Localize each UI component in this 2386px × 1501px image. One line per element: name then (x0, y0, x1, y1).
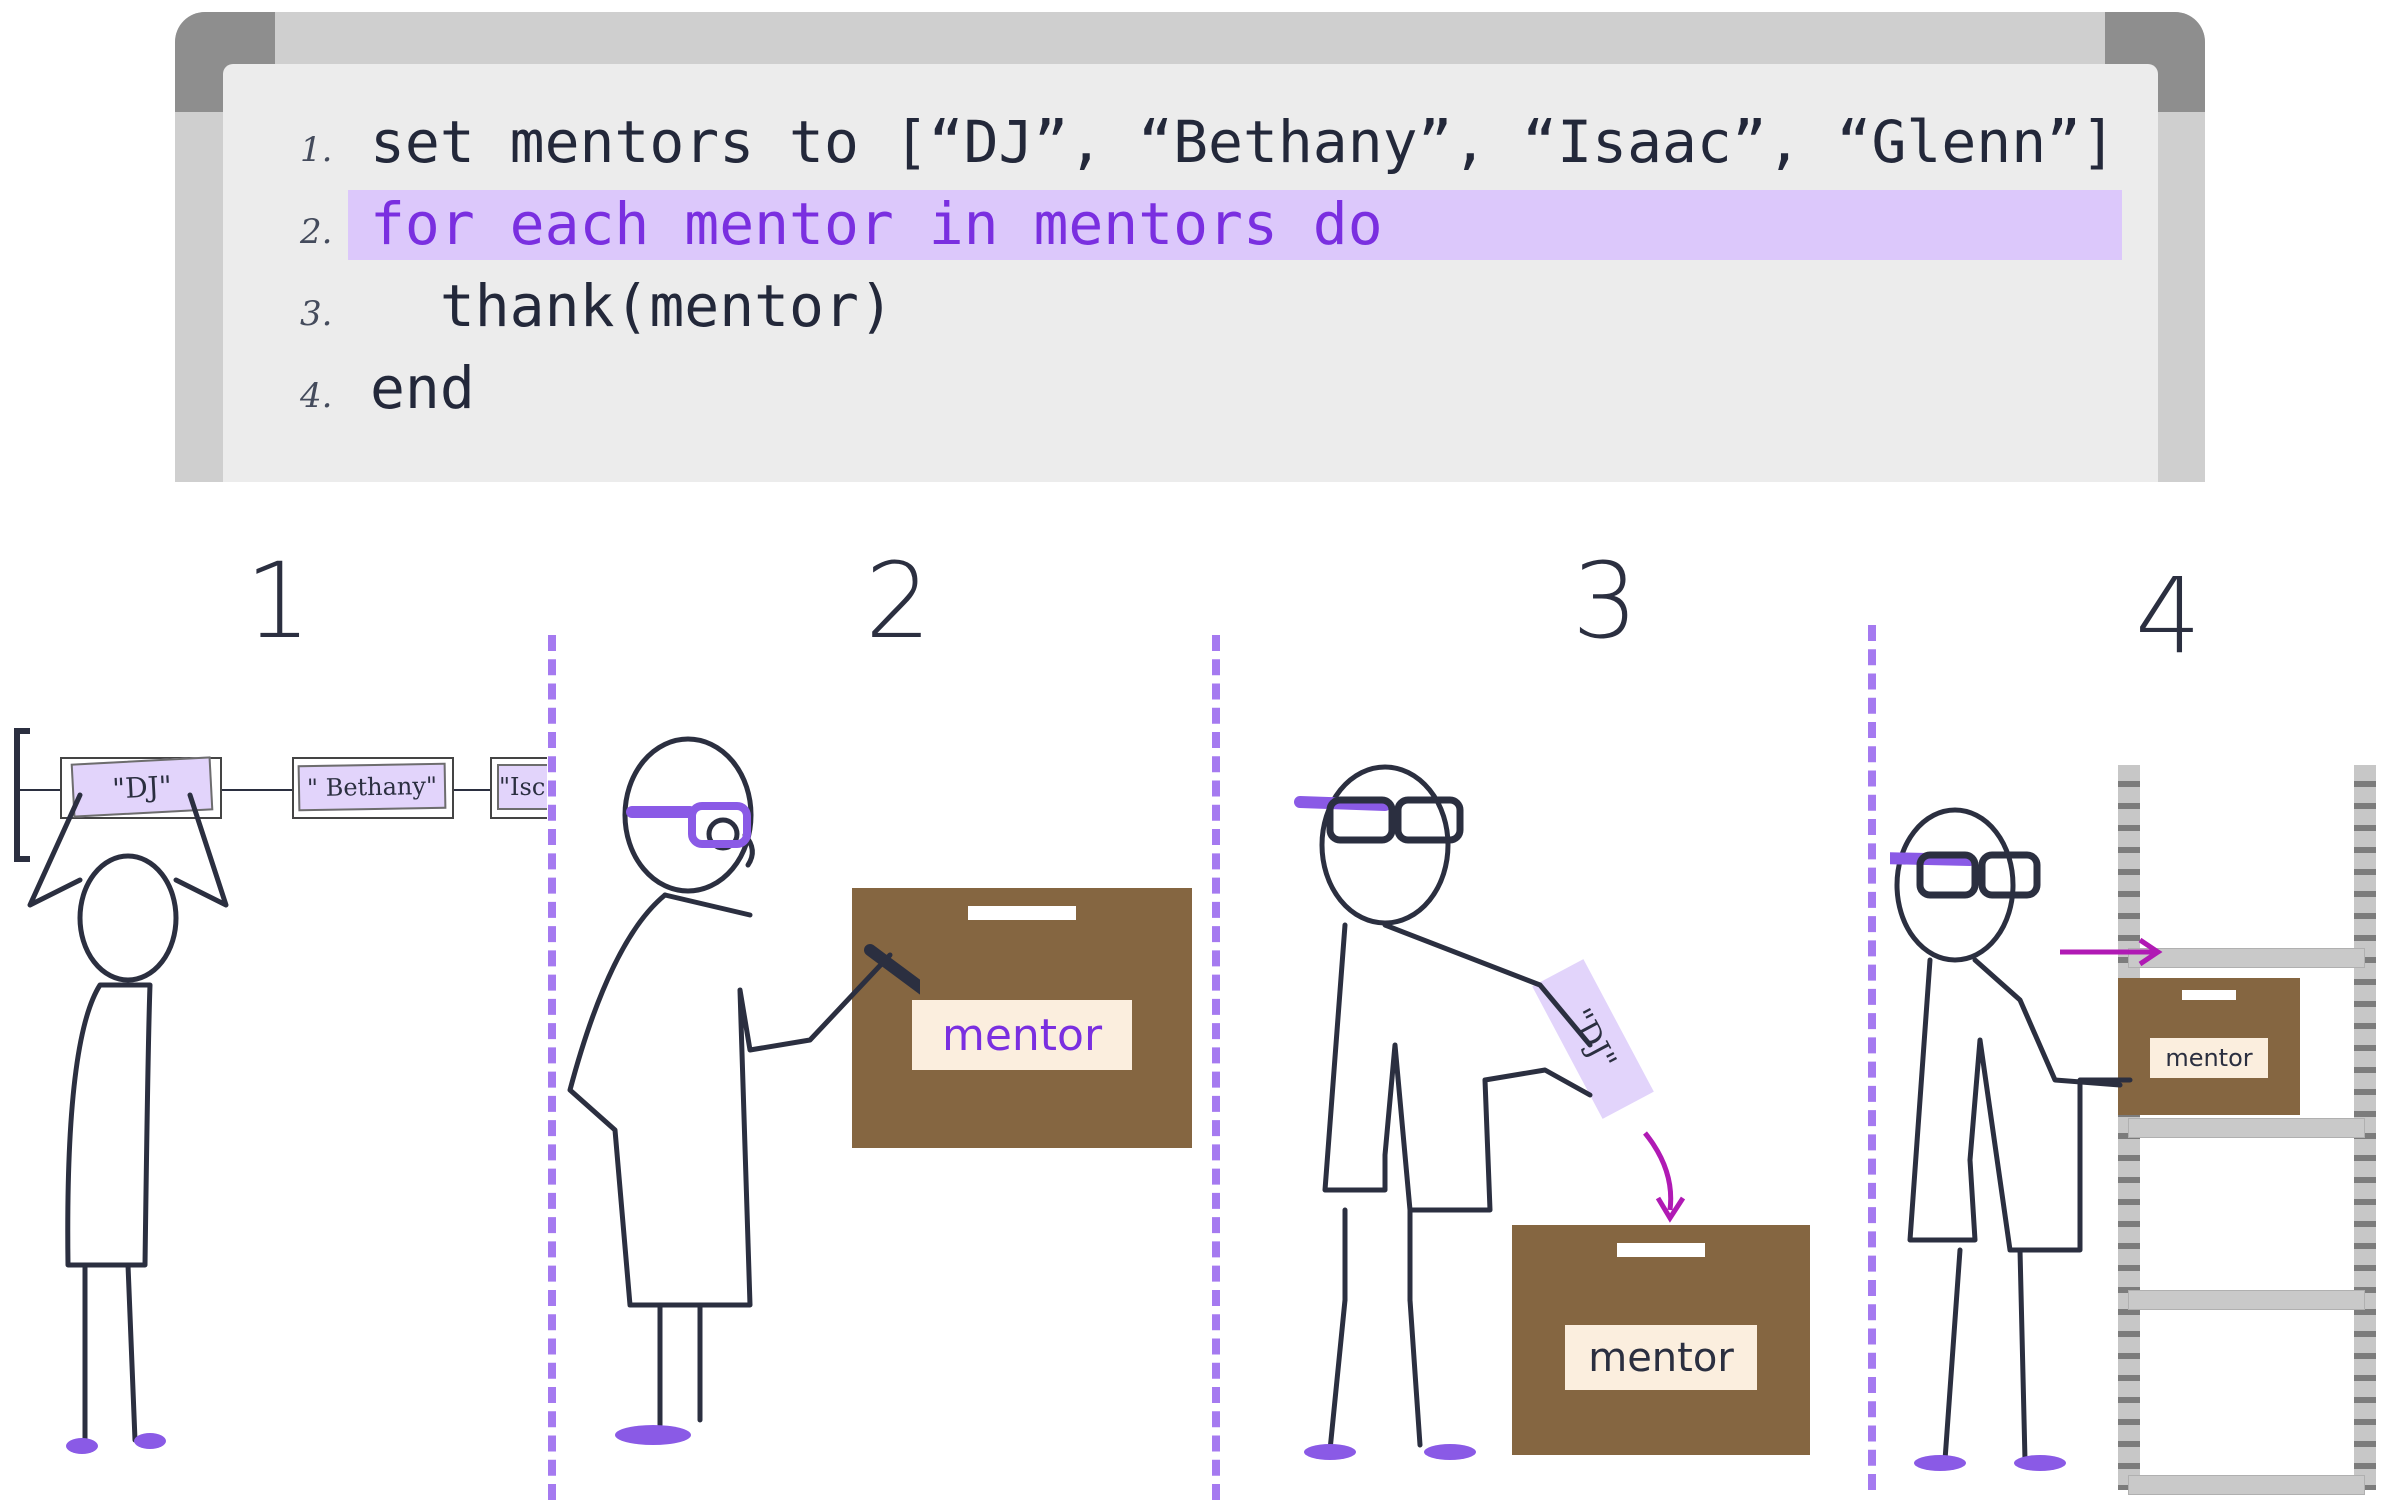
box-label: mentor (1565, 1325, 1757, 1390)
box-label: mentor (912, 1000, 1132, 1070)
box-handle (1617, 1243, 1705, 1257)
shelf-board (2128, 1290, 2365, 1310)
open-bracket (14, 728, 30, 862)
code-text-highlighted: for each mentor in mentors do (370, 190, 1383, 258)
box: mentor (2118, 978, 2300, 1115)
tag-isaac: "Isc (497, 764, 547, 810)
person-holding-list (27, 792, 229, 1454)
list-line (20, 789, 545, 791)
panel-number-3: 3 (1572, 540, 1639, 662)
box-handle (968, 906, 1076, 920)
line-number: 4. (300, 376, 333, 416)
code-text: set mentors to [“DJ”, “Bethany”, “Isaac”… (370, 108, 2116, 176)
person-labeling-box (567, 736, 920, 1445)
panel-number-2: 2 (865, 540, 932, 662)
box-handle (2182, 990, 2236, 1000)
panel-divider (548, 635, 556, 1500)
shelf-board (2128, 1118, 2365, 1138)
panel-divider (1868, 625, 1876, 1490)
shelf-board (2128, 948, 2365, 968)
code-text: end (370, 354, 475, 422)
shelf-board (2128, 1475, 2365, 1495)
box-label: mentor (2150, 1038, 2268, 1078)
person-shelving-box (1890, 807, 2163, 1471)
line-number: 2. (300, 212, 333, 252)
person-dropping-tag (1294, 764, 1686, 1460)
code-line-highlight (348, 190, 2122, 260)
panel-number-1: 1 (245, 540, 312, 662)
panel-divider (1212, 635, 1220, 1500)
box: mentor (852, 888, 1192, 1148)
box: mentor (1512, 1225, 1810, 1455)
line-number: 3. (300, 294, 333, 334)
code-text: thank(mentor) (370, 272, 894, 340)
line-number: 1. (300, 130, 333, 170)
whiteboard-surface (223, 64, 2158, 482)
panel-number-4: 4 (2135, 555, 2202, 677)
